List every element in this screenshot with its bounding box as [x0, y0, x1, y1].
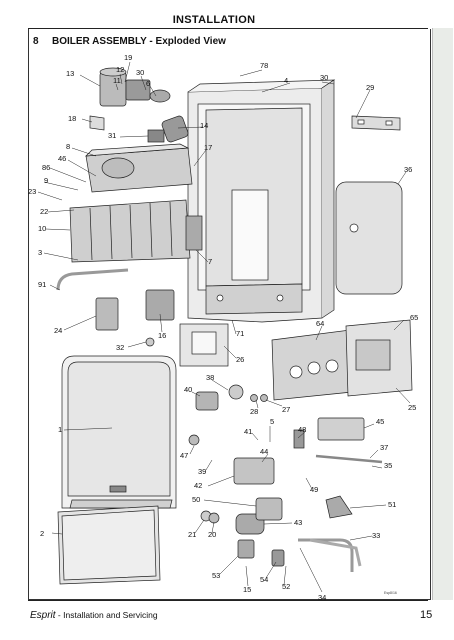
- callout-46: 46: [58, 154, 66, 163]
- leader-lines: [37, 61, 411, 593]
- figure-ref-code: Esp8/16: [384, 591, 397, 595]
- callout-32: 32: [116, 343, 124, 352]
- callout-49: 49: [310, 485, 318, 494]
- wall-bracket: [351, 115, 401, 131]
- figure-frame: [28, 29, 431, 600]
- callout-12: 12: [116, 65, 124, 74]
- fan-heat-exchanger: [85, 143, 193, 193]
- callout-13: 13: [66, 69, 74, 78]
- bracket-18: [89, 115, 105, 131]
- callout-1: 1: [58, 425, 62, 434]
- callout-91: 91: [38, 280, 46, 289]
- callout-7: 7: [208, 257, 212, 266]
- callout-47: 47: [180, 451, 188, 460]
- callout-86: 86: [42, 163, 50, 172]
- footer-brand: Esprit: [30, 610, 56, 621]
- callout-labels: 19 12 11 30 6 13 78 4 30 29 18 14 31 17 …: [28, 53, 418, 602]
- callout-40: 40: [184, 385, 192, 394]
- callout-3: 3: [38, 248, 42, 257]
- callout-24: 24: [54, 326, 62, 335]
- callout-19: 19: [124, 53, 132, 62]
- pcb-26: [179, 323, 229, 367]
- callout-30a: 30: [136, 68, 144, 77]
- callout-51: 51: [388, 500, 396, 509]
- expansion-vessel: [335, 181, 403, 295]
- callout-36: 36: [404, 165, 412, 174]
- callout-22: 22: [40, 207, 48, 216]
- callout-71: 71: [236, 329, 244, 338]
- callout-10: 10: [38, 224, 46, 233]
- callout-21: 21: [188, 530, 196, 539]
- callout-18: 18: [68, 114, 76, 123]
- callout-14: 14: [200, 121, 208, 130]
- section-number: 8: [33, 36, 39, 47]
- callout-50: 50: [192, 495, 200, 504]
- callout-41: 41: [244, 427, 252, 436]
- flue-assembly: [99, 67, 189, 143]
- callout-20: 20: [208, 530, 216, 539]
- callout-25: 25: [408, 403, 416, 412]
- header-rule: [28, 28, 428, 29]
- side-tab-strip: [432, 28, 453, 600]
- callout-30b: 30: [320, 73, 328, 82]
- callout-27: 27: [282, 405, 290, 414]
- callout-44: 44: [260, 447, 268, 456]
- page-number: 15: [420, 609, 433, 621]
- section-title: BOILER ASSEMBLY - Exploded View: [52, 36, 226, 47]
- footer-subtitle: - Installation and Servicing: [55, 610, 158, 620]
- callout-42: 42: [194, 481, 202, 490]
- callout-4: 4: [284, 76, 288, 85]
- callout-53: 53: [212, 571, 220, 580]
- callout-43: 43: [294, 518, 302, 527]
- callout-28: 28: [250, 407, 258, 416]
- callout-17: 17: [204, 143, 212, 152]
- front-case: [61, 355, 177, 509]
- callout-37: 37: [380, 443, 388, 452]
- callout-33: 33: [372, 531, 380, 540]
- footer-left: Esprit - Installation and Servicing: [30, 610, 158, 621]
- callout-5: 5: [270, 417, 274, 426]
- callout-6: 6: [146, 79, 150, 88]
- callout-8: 8: [66, 142, 70, 151]
- callout-38: 38: [206, 373, 214, 382]
- callout-16: 16: [158, 331, 166, 340]
- callout-54: 54: [260, 575, 268, 584]
- callout-29: 29: [366, 83, 374, 92]
- callout-35: 35: [384, 461, 392, 470]
- callout-15: 15: [243, 585, 251, 594]
- callout-23: 23: [28, 187, 36, 196]
- control-panel: [271, 319, 413, 401]
- callout-2: 2: [40, 529, 44, 538]
- chassis-frame: [187, 79, 336, 323]
- callout-78: 78: [260, 61, 268, 70]
- callout-31: 31: [108, 131, 116, 140]
- callout-39: 39: [198, 467, 206, 476]
- hydraulic-components: [188, 384, 383, 572]
- callout-9: 9: [44, 176, 48, 185]
- page-header-title: INSTALLATION: [172, 14, 256, 26]
- callout-52: 52: [282, 582, 290, 591]
- callout-65: 65: [410, 313, 418, 322]
- heat-exchanger: [69, 199, 203, 263]
- callout-11: 11: [113, 76, 121, 85]
- footer-rule: [28, 600, 428, 601]
- callout-48: 48: [298, 425, 306, 434]
- callout-34: 34: [318, 593, 326, 602]
- condensate-components: [56, 268, 175, 347]
- hood-31: [147, 129, 165, 143]
- bottom-cover: [57, 505, 161, 585]
- callout-45: 45: [376, 417, 384, 426]
- callout-64: 64: [316, 319, 324, 328]
- callout-26: 26: [236, 355, 244, 364]
